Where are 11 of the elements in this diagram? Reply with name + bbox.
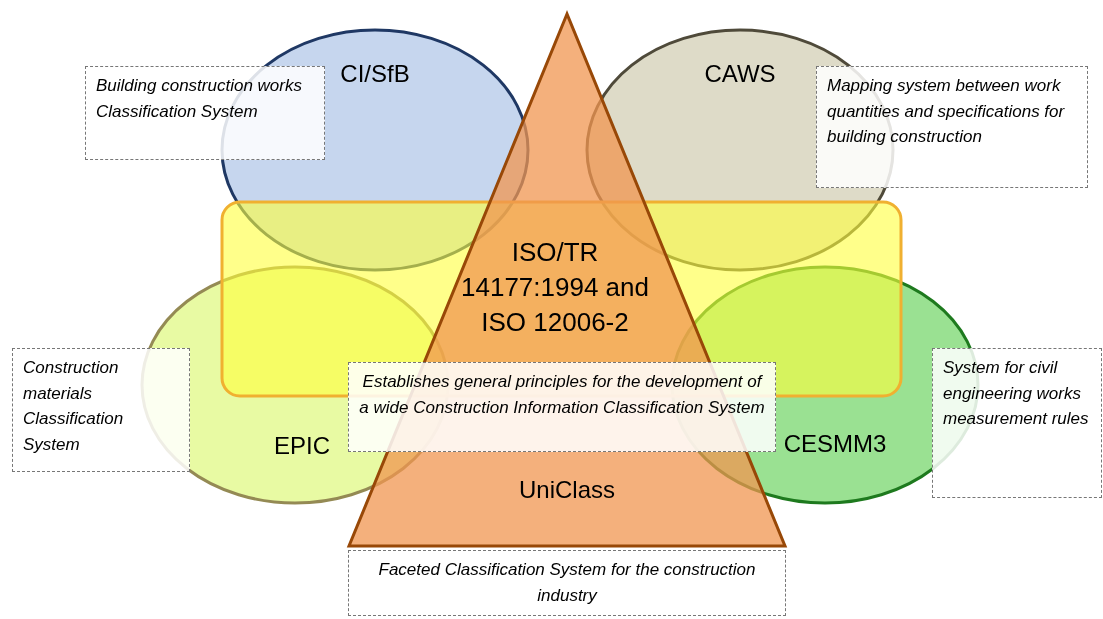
shape-label: ISO/TR 14177:1994 and ISO 12006-2 xyxy=(460,236,650,340)
shape-label: CESMM3 xyxy=(782,429,888,459)
note-box: Construction materials Classification System xyxy=(12,348,190,472)
shape-label: CI/SfB xyxy=(339,59,411,89)
note-box: Faceted Classification System for the construction industry xyxy=(348,550,786,616)
note-box: Building construction works Classification System xyxy=(85,66,325,160)
note-box: Mapping system between work quantities and specifications for building construction xyxy=(816,66,1088,188)
note-box: System for civil engineering works measurement rules xyxy=(932,348,1102,498)
shape-label: CAWS xyxy=(703,59,777,89)
shape-label: EPIC xyxy=(273,431,331,461)
shape-label: UniClass xyxy=(518,475,616,505)
